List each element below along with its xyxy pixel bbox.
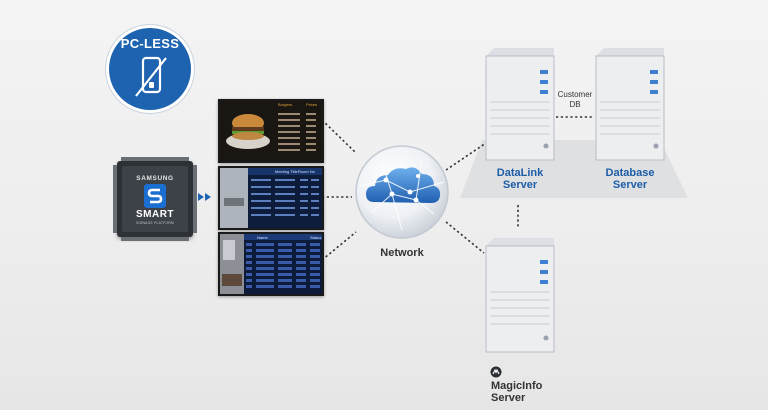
samsung-smart-chip-icon (144, 184, 166, 208)
database-server-label-1: Database (605, 167, 655, 179)
menu-header-right: Prices (306, 102, 318, 107)
customer-db-label-2: DB (569, 100, 581, 109)
datalink-server-label-1: DataLink (496, 167, 544, 179)
database-server-icon (595, 48, 665, 161)
screen3-to-network-line (321, 231, 357, 261)
cloud-network-icon (355, 145, 449, 239)
network-to-magicinfo-line (445, 221, 485, 254)
office-photo (220, 168, 322, 228)
network-label: Network (380, 247, 424, 259)
arrow-icon (198, 193, 204, 201)
magicinfo-server-label-1: MagicInfo (491, 380, 543, 392)
hotel-header-right: Status (310, 235, 322, 240)
mobile-device-crossed-icon (135, 56, 167, 97)
datalink-server-label-2: Server (502, 179, 538, 191)
meeting-header-left: Meeting Title (275, 169, 298, 174)
hotel-room-photo (220, 234, 322, 294)
magicinfo-logo-icon (490, 366, 502, 378)
pc-less-title: PC-LESS (120, 36, 180, 51)
hotel-header-left: Name (257, 235, 268, 240)
database-server-label-2: Server (612, 179, 648, 191)
customer-db-label-1: Customer (557, 90, 593, 99)
magicinfo-server-icon (485, 238, 555, 353)
signage-screen-menu: Burgers Prices (218, 99, 324, 163)
network-to-datalink-line (445, 142, 487, 171)
chip-word: SMART (135, 209, 175, 220)
arrow-icon (205, 193, 211, 201)
screen1-to-network-line (321, 119, 356, 153)
samsung-smart-chip: SAMSUNG SMART SIGNAGE PLATFORM (113, 157, 197, 241)
datalink-server-icon (485, 48, 555, 161)
signage-screen-meeting: Meeting Title Room No (218, 166, 324, 230)
menu-header-left: Burgers (278, 102, 293, 107)
burger-photo (220, 101, 322, 161)
magicinfo-server-label-2: Server (491, 392, 526, 404)
chip-brand: SAMSUNG (136, 175, 174, 182)
chip-subtitle: SIGNAGE PLATFORM (136, 221, 174, 225)
chip-pins (113, 157, 197, 241)
meeting-header-right: Room No (298, 169, 315, 174)
signage-screen-hotel: Name Status (218, 232, 324, 296)
pc-less-badge (109, 28, 191, 110)
